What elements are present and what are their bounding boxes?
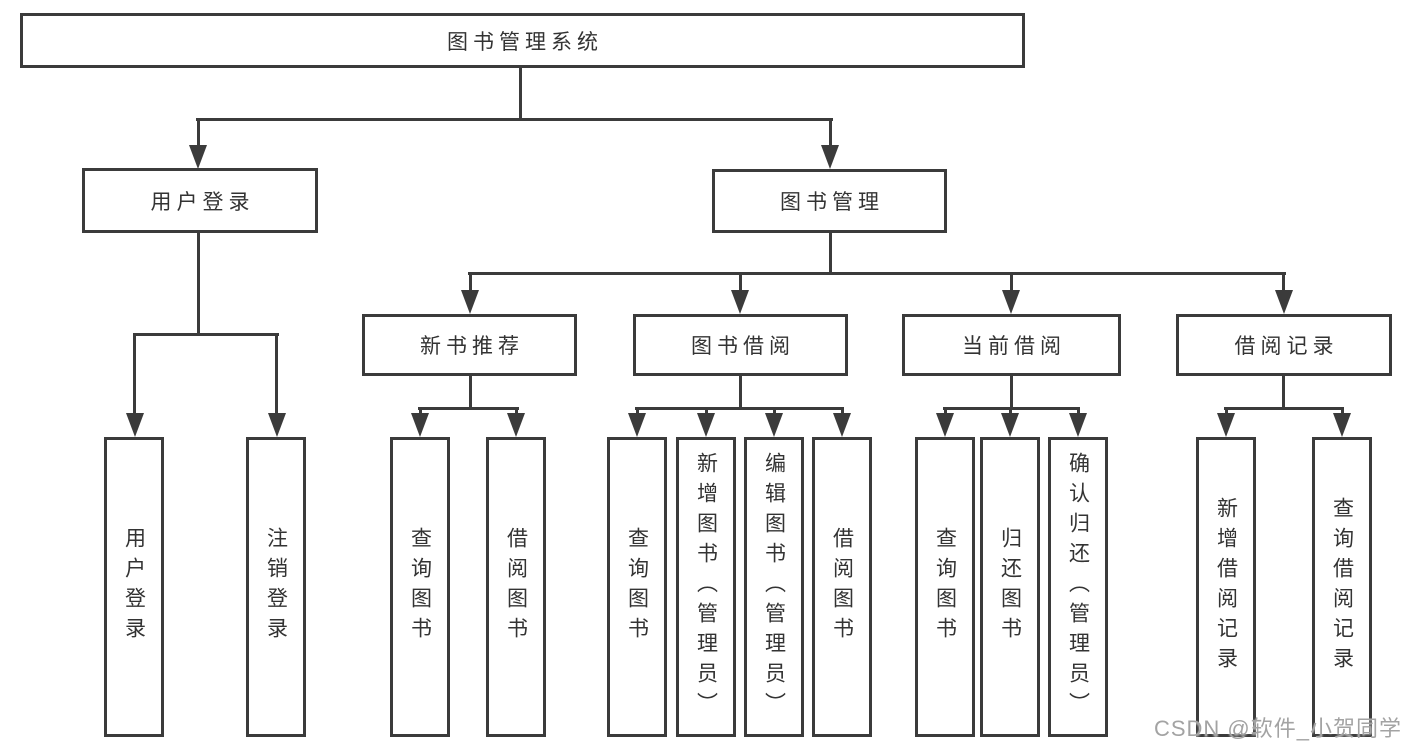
connector-stem <box>419 407 422 417</box>
connector-stem <box>841 407 844 417</box>
arrowhead-down-icon <box>821 145 839 169</box>
arrowhead-down-icon <box>189 145 207 169</box>
arrowhead-down-icon <box>697 413 715 437</box>
arrowhead-down-icon <box>731 290 749 314</box>
node-book-borrowing: 图书借阅 <box>633 314 848 376</box>
arrowhead-down-icon <box>833 413 851 437</box>
connector-stem <box>773 407 776 417</box>
arrowhead-down-icon <box>936 413 954 437</box>
node-current-borrowing-label: 当前借阅 <box>962 335 1066 358</box>
connector-stem-records <box>1282 272 1285 300</box>
node-current-borrowing: 当前借阅 <box>902 314 1121 376</box>
arrowhead-down-icon <box>1217 413 1235 437</box>
connector-stem <box>515 407 518 417</box>
node-new-book-recommendation-label: 新书推荐 <box>420 335 524 358</box>
connector-stem-user-login <box>197 118 200 152</box>
leaf-edit-book-admin-label: 编辑图书（管理员） <box>762 452 786 722</box>
leaf-query-books-borrowing-label: 查询图书 <box>625 527 649 647</box>
node-new-book-recommendation: 新书推荐 <box>362 314 577 376</box>
leaf-borrow-books-borrowing-label: 借阅图书 <box>830 527 854 647</box>
leaf-query-books-current-label: 查询图书 <box>933 527 957 647</box>
connector-borrowing-drop <box>739 376 742 410</box>
watermark-text: CSDN @软件_小贺同学 <box>1153 716 1402 741</box>
leaf-user-login-label: 用户登录 <box>122 527 146 647</box>
leaf-edit-book-admin: 编辑图书（管理员） <box>744 437 804 737</box>
leaf-borrow-books-recommend: 借阅图书 <box>486 437 546 737</box>
connector-records-rail <box>1224 407 1344 410</box>
leaf-query-books-borrowing: 查询图书 <box>607 437 667 737</box>
arrowhead-down-icon <box>411 413 429 437</box>
connector-stem-leaf-login <box>133 333 136 425</box>
connector-stem <box>705 407 708 417</box>
connector-level2-rail <box>196 118 833 121</box>
connector-stem-borrowing <box>739 272 742 300</box>
leaf-query-borrow-record-label: 查询借阅记录 <box>1330 497 1354 677</box>
connector-stem-book-management <box>829 118 832 152</box>
connector-records-drop <box>1282 376 1285 410</box>
node-book-borrowing-label: 图书借阅 <box>691 335 795 358</box>
leaf-logout-label: 注销登录 <box>264 527 288 647</box>
connector-current-drop <box>1010 376 1013 410</box>
connector-stem <box>636 407 639 417</box>
connector-stem <box>944 407 947 417</box>
leaf-borrow-books-recommend-label: 借阅图书 <box>504 527 528 647</box>
arrowhead-down-icon <box>1333 413 1351 437</box>
connector-recommend-drop <box>469 376 472 410</box>
leaf-add-borrow-record-label: 新增借阅记录 <box>1214 497 1238 677</box>
leaf-user-login: 用户登录 <box>104 437 164 737</box>
leaf-query-books-current: 查询图书 <box>915 437 975 737</box>
arrowhead-down-icon <box>1069 413 1087 437</box>
leaf-borrow-books-borrowing: 借阅图书 <box>812 437 872 737</box>
leaf-logout: 注销登录 <box>246 437 306 737</box>
connector-stem-recommend <box>469 272 472 300</box>
leaf-confirm-return-admin: 确认归还（管理员） <box>1048 437 1108 737</box>
connector-stem <box>1009 407 1012 417</box>
arrowhead-down-icon <box>1002 290 1020 314</box>
arrowhead-down-icon <box>461 290 479 314</box>
leaf-query-books-recommend-label: 查询图书 <box>408 527 432 647</box>
leaf-return-books-label: 归还图书 <box>998 527 1022 647</box>
connector-stem <box>1077 407 1080 417</box>
arrowhead-down-icon <box>1001 413 1019 437</box>
connector-stem-current <box>1010 272 1013 300</box>
node-borrowing-records-label: 借阅记录 <box>1234 335 1339 358</box>
arrowhead-down-icon <box>765 413 783 437</box>
connector-stem-leaf-logout <box>275 333 278 425</box>
connector-user-login-rail <box>133 333 279 336</box>
arrowhead-down-icon <box>1275 290 1293 314</box>
connector-level3-rail <box>468 272 1286 275</box>
leaf-query-borrow-record: 查询借阅记录 <box>1312 437 1372 737</box>
arrowhead-down-icon <box>268 413 286 437</box>
arrowhead-down-icon <box>507 413 525 437</box>
node-book-management: 图书管理 <box>712 169 947 233</box>
node-root-label: 图书管理系统 <box>447 30 603 54</box>
leaf-add-book-admin-label: 新增图书（管理员） <box>694 452 718 722</box>
connector-stem <box>1341 407 1344 417</box>
arrowhead-down-icon <box>126 413 144 437</box>
connector-user-login-drop <box>197 233 200 336</box>
node-book-management-label: 图书管理 <box>780 191 884 214</box>
connector-recommend-rail <box>418 407 519 410</box>
node-user-login-label: 用户登录 <box>150 190 255 214</box>
leaf-add-borrow-record: 新增借阅记录 <box>1196 437 1256 737</box>
leaf-confirm-return-admin-label: 确认归还（管理员） <box>1066 452 1090 722</box>
leaf-query-books-recommend: 查询图书 <box>390 437 450 737</box>
connector-borrowing-rail <box>635 407 844 410</box>
arrowhead-down-icon <box>628 413 646 437</box>
node-user-login: 用户登录 <box>82 168 318 233</box>
connector-stem <box>1225 407 1228 417</box>
node-borrowing-records: 借阅记录 <box>1176 314 1392 376</box>
connector-root-drop <box>519 68 522 121</box>
leaf-add-book-admin: 新增图书（管理员） <box>676 437 736 737</box>
node-root: 图书管理系统 <box>20 13 1025 68</box>
connector-book-management-drop <box>829 233 832 275</box>
leaf-return-books: 归还图书 <box>980 437 1040 737</box>
